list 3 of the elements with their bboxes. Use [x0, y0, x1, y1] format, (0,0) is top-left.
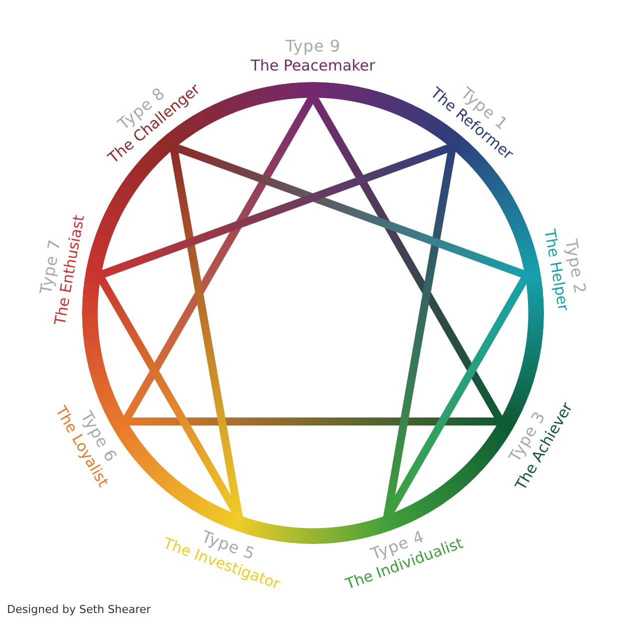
credit-text: Designed by Seth Shearer: [7, 603, 151, 616]
type-number: Type 9: [285, 36, 340, 57]
type-name: The Peacemaker: [250, 56, 376, 76]
